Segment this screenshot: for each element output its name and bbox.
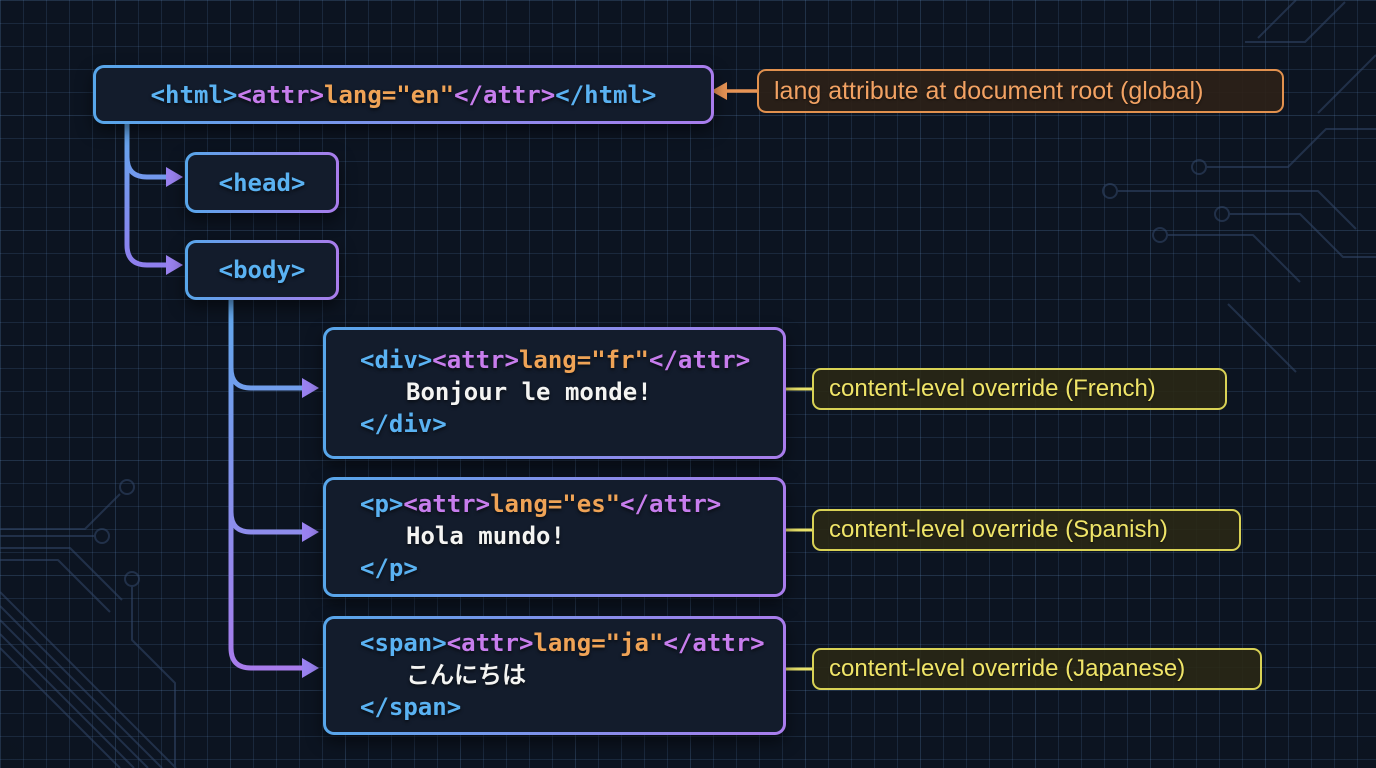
span-node-box: <span><attr>lang="ja"</attr> こんにちは </spa… [323,616,786,735]
french-annotation: content-level override (French) [812,368,1227,410]
attr-open: <attr> [237,80,325,109]
code-line: </p> [326,552,783,584]
code-line: <html><attr>lang="en"</attr></html> [96,68,711,121]
p-node-box: <p><attr>lang="es"</attr> Hola mundo! </… [323,477,786,597]
annotation-label: lang attribute at document root (global) [774,76,1204,105]
code-line: <span><attr>lang="ja"</attr> [326,627,783,659]
tag: <body> [218,256,306,284]
body-node-box: <body> [185,240,339,300]
attr-open: <attr> [446,629,534,657]
code-line: <p><attr>lang="es"</attr> [326,488,783,520]
div-node-box: <div><attr>lang="fr"</attr> Bonjour le m… [323,327,786,459]
arrow-right-icon [166,167,183,275]
annotation-label: content-level override (Japanese) [829,655,1186,682]
root-annotation: lang attribute at document root (global) [757,69,1284,113]
attr-value: lang="ja" [533,629,664,657]
attr-close: </attr> [620,490,722,518]
attr-open: <attr> [403,490,491,518]
text-content: こんにちは [406,661,526,689]
tag: <head> [218,168,306,197]
text-content: Hola mundo! [406,522,565,550]
tag-close: </p> [360,554,418,582]
arrow-right-icon [302,378,319,678]
code-line: <div><attr>lang="fr"</attr> [326,344,783,376]
code-line: <head> [188,155,336,210]
tag-close: </div> [360,410,447,438]
attr-value: lang="fr" [518,346,649,374]
code-line: こんにちは [326,659,783,691]
tag-close: </span> [360,693,462,721]
attr-open: <attr> [432,346,519,374]
spanish-annotation: content-level override (Spanish) [812,509,1241,551]
code-line: Hola mundo! [326,520,783,552]
code-line: </span> [326,691,783,723]
annotation-label: content-level override (French) [829,375,1156,402]
attr-close: </attr> [454,80,556,109]
tag-open: <span> [360,629,447,657]
tag-close: </html> [555,80,657,109]
attr-close: </attr> [663,629,765,657]
attr-close: </attr> [649,346,751,374]
code-line: <body> [188,243,336,297]
code-line: Bonjour le monde! [326,376,783,408]
annotation-label: content-level override (Spanish) [829,516,1168,543]
japanese-annotation: content-level override (Japanese) [812,648,1262,690]
html-node-box: <html><attr>lang="en"</attr></html> [93,65,714,124]
text-content: Bonjour le monde! [406,378,652,406]
arrow-left-icon [711,82,757,100]
tag-open: <p> [360,490,404,518]
attr-value: lang="es" [490,490,621,518]
code-line: </div> [326,408,783,440]
tag-open: <html> [150,80,238,109]
head-node-box: <head> [185,152,339,213]
tag-open: <div> [360,346,433,374]
attr-value: lang="en" [324,80,455,109]
